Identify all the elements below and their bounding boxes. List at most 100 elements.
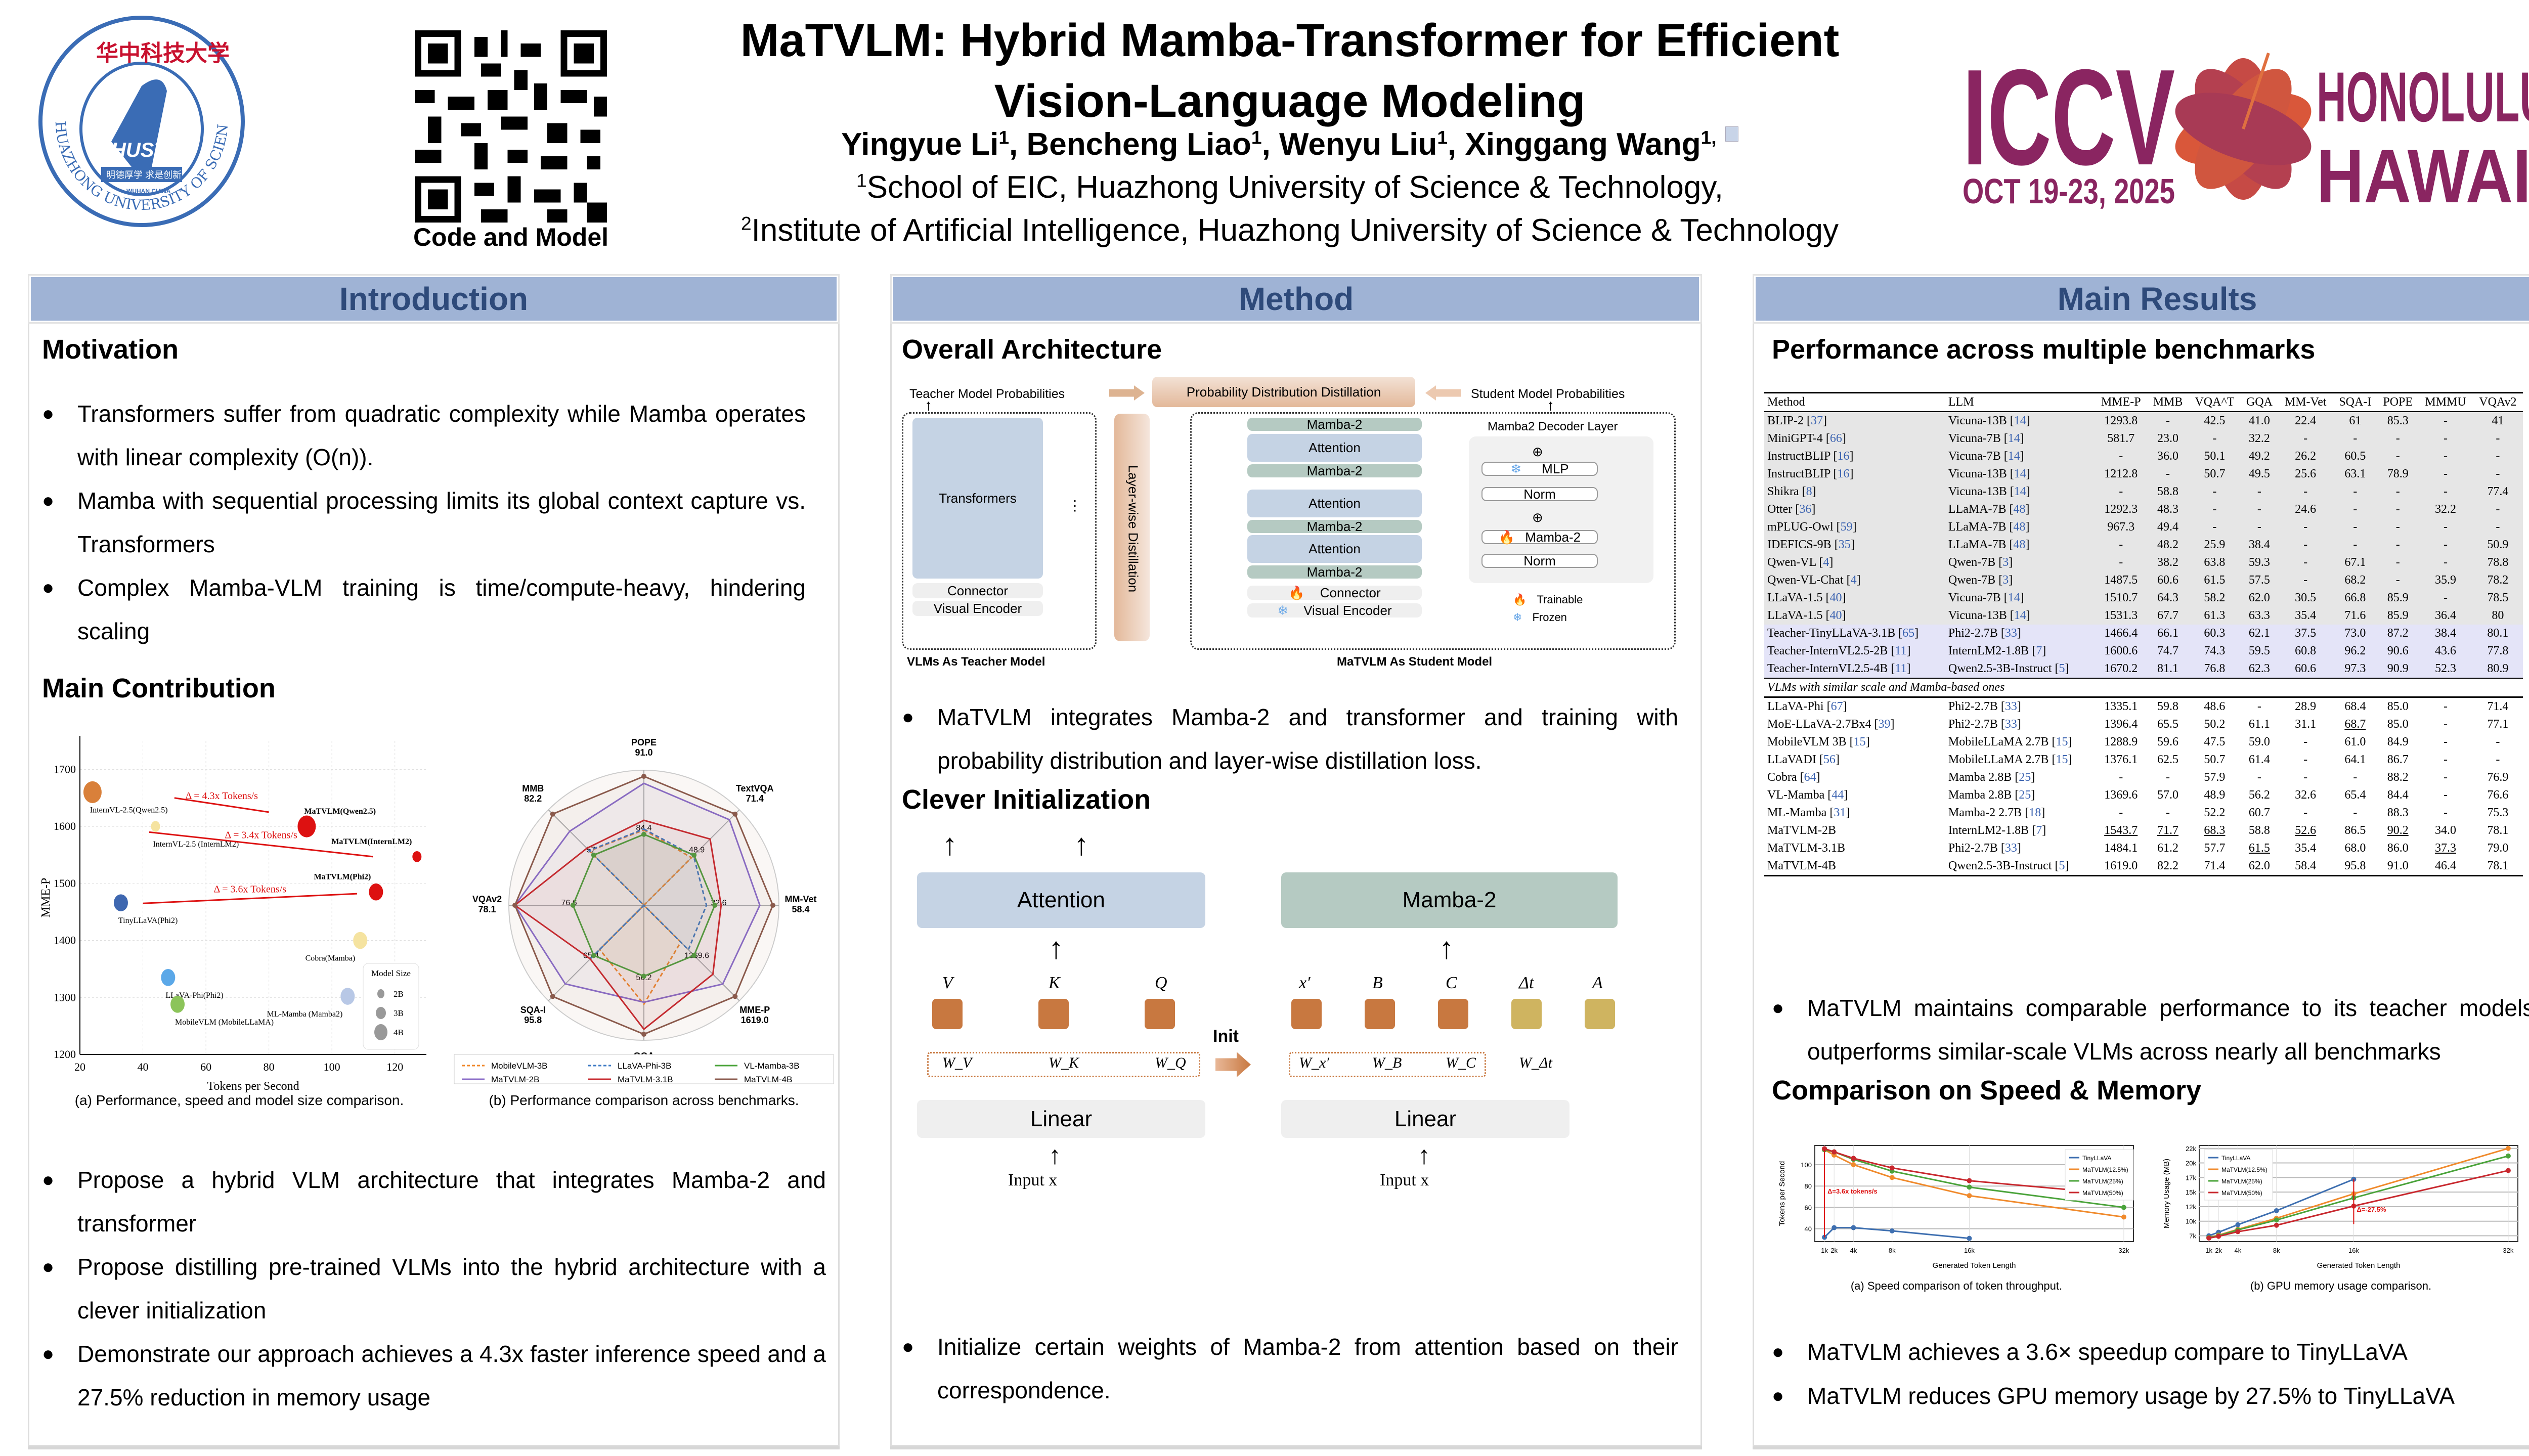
value-cell: - — [2166, 806, 2170, 819]
method-cell: Teacher-InternVL2.5-2B [11] — [1767, 644, 1911, 657]
x-tick-label: 20 — [74, 1061, 85, 1073]
series-point — [2206, 1236, 2212, 1241]
proj-block — [1585, 999, 1615, 1029]
value-cell: 74.7 — [2157, 644, 2179, 657]
var-x: x′ — [1299, 974, 1311, 992]
value-cell: 48.9 — [2204, 788, 2226, 802]
value-cell: 80.1 — [2487, 627, 2509, 640]
series-point — [1851, 1225, 1856, 1230]
value-cell: - — [2119, 806, 2123, 819]
figure-a-caption: (a) Performance, speed and model size co… — [74, 1092, 404, 1108]
series-point — [2216, 1233, 2221, 1239]
snowflake-icon: ❄ — [1513, 611, 1522, 624]
qr-label: Code and Model — [413, 223, 609, 251]
student-prob-label: Student Model Probabilities — [1471, 387, 1625, 401]
value-cell: 35.4 — [2295, 842, 2317, 855]
value-cell: - — [2395, 573, 2400, 587]
value-cell: - — [2119, 771, 2123, 784]
x-tick-label: 4k — [2234, 1247, 2241, 1254]
architecture-heading: Overall Architecture — [902, 334, 1162, 365]
y-tick-label: 1500 — [54, 877, 76, 890]
llm-cell: Qwen2.5-3B-Instruct [5] — [1948, 859, 2069, 872]
performance-bullet: MaTVLM maintains comparable performance … — [1772, 986, 2529, 1073]
llm-cell: Qwen2.5-3B-Instruct [5] — [1948, 662, 2069, 675]
value-cell: 66.8 — [2344, 591, 2366, 604]
value-cell: - — [2353, 432, 2358, 445]
linear-block: Linear — [1281, 1100, 1569, 1138]
value-cell: 43.6 — [2435, 644, 2457, 657]
series-point — [2274, 1222, 2279, 1228]
value-cell: - — [2444, 414, 2448, 427]
llm-cell: Phi2-2.7B [33] — [1948, 700, 2021, 713]
scatter-point — [412, 851, 422, 862]
var-c: C — [1446, 974, 1457, 992]
value-cell: 49.2 — [2248, 450, 2270, 463]
teacher-container: Transformers Connector Visual Encoder ⋮ — [902, 412, 1097, 650]
speed-bullet: MaTVLM reduces GPU memory usage by 27.5%… — [1772, 1374, 2529, 1418]
point-label: MaTVLM(Qwen2.5) — [304, 807, 376, 816]
method-cell: MiniGPT-4 [66] — [1767, 432, 1846, 445]
series-point — [2235, 1222, 2241, 1227]
qr-code[interactable] — [415, 30, 607, 223]
value-cell: 52.3 — [2435, 662, 2457, 675]
value-cell: - — [2353, 806, 2358, 819]
radar-axis-label: SQA-I — [520, 1005, 546, 1015]
x-tick-label: 32k — [2503, 1247, 2513, 1254]
delta-arrow — [174, 797, 269, 813]
radar-point — [570, 903, 576, 908]
weights-group — [927, 1052, 1200, 1077]
value-cell: 58.8 — [2248, 824, 2270, 837]
value-cell: 58.8 — [2157, 485, 2179, 498]
value-cell: 84.4 — [2387, 788, 2409, 802]
value-cell: 78.9 — [2387, 467, 2409, 480]
arrow-up-icon: ↑ — [1547, 397, 1554, 414]
value-cell: 59.8 — [2157, 700, 2179, 713]
value-cell: - — [2353, 538, 2358, 551]
method-cell: Qwen-VL [4] — [1767, 556, 1834, 569]
radar-axis-label: MME-P — [739, 1005, 770, 1015]
radar-axis-max: 95.8 — [524, 1015, 542, 1025]
legend-entry: MaTVLM(50%) — [2221, 1189, 2262, 1197]
value-cell: - — [2303, 806, 2308, 819]
series-point — [1967, 1178, 1972, 1183]
radar-point — [641, 831, 646, 837]
hust-logo-motto: 明德厚学 求是创新 — [106, 170, 182, 180]
value-cell: 74.3 — [2204, 644, 2226, 657]
radar-point — [641, 1032, 646, 1037]
value-cell: 78.2 — [2487, 573, 2509, 587]
value-cell: 967.3 — [2107, 520, 2135, 534]
speed-heading: Comparison on Speed & Memory — [1772, 1075, 2202, 1106]
column-header: VQA^T — [2195, 395, 2235, 409]
mamba2-box-trainable: 🔥Mamba-2 — [1481, 530, 1598, 545]
column-header: MMMU — [2425, 395, 2466, 409]
delta-annotation: Δ = 4.3x Tokens/s — [185, 790, 258, 802]
value-cell: - — [2496, 432, 2500, 445]
value-cell: - — [2119, 556, 2123, 569]
delta-annotation: Δ = 3.6x Tokens/s — [214, 884, 287, 895]
method-cell: Qwen-VL-Chat [4] — [1767, 573, 1861, 587]
value-cell: 57.5 — [2248, 573, 2270, 587]
x-tick-label: 40 — [138, 1061, 149, 1073]
value-cell: 57.9 — [2204, 771, 2226, 784]
snowflake-icon: ❄ — [1510, 461, 1522, 476]
value-cell: 1484.1 — [2104, 842, 2138, 855]
series-point — [1889, 1228, 1895, 1233]
llm-cell: Qwen-7B [3] — [1948, 573, 2013, 587]
motivation-bullet: Complex Mamba-VLM training is time/compu… — [42, 566, 806, 653]
introduction-panel: Introduction Motivation Transformers suf… — [28, 274, 840, 1446]
legend-entry: 2B — [394, 989, 404, 999]
point-label: MaTVLM(InternLM2) — [331, 837, 412, 846]
value-cell: 46.4 — [2435, 859, 2457, 872]
mamba2-layer: Mamba-2 — [1247, 564, 1422, 580]
point-label: TinyLLaVA(Phi2) — [118, 916, 178, 925]
proj-block — [1438, 999, 1468, 1029]
value-cell: - — [2395, 503, 2400, 516]
value-cell: 96.2 — [2344, 644, 2366, 657]
